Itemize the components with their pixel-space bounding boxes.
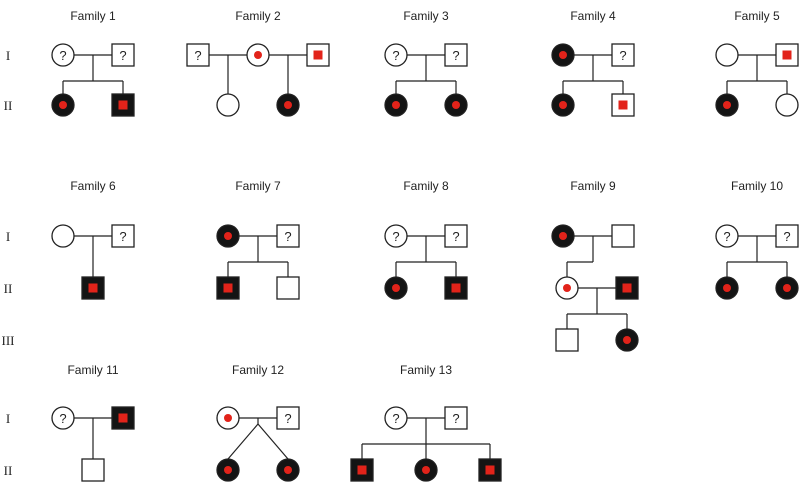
family-12-child-2-red-dot-marker	[284, 466, 292, 474]
family-7-title: Family 7	[235, 179, 281, 193]
family-6-child-1-red-square-marker	[88, 283, 98, 293]
family-8-parent-2-unknown-mark: ?	[452, 229, 459, 244]
family-13-parent-2-unknown-mark: ?	[452, 411, 459, 426]
family-3-parent-1-female-symbol	[384, 43, 408, 67]
family-4-child-1-red-dot-marker	[559, 101, 567, 109]
family-13-child-3-red-square-marker	[485, 465, 495, 475]
family-12-parent-2-unknown-mark: ?	[284, 411, 291, 426]
family-3-child-1-red-dot-marker	[392, 101, 400, 109]
family-2-parent-2-red-dot-marker	[254, 51, 262, 59]
family-1-parent-2-unknown-mark: ?	[119, 48, 126, 63]
family-5-child-1-red-dot-marker	[723, 101, 731, 109]
family-3-parent-2-male-symbol	[444, 43, 468, 67]
family-7-child-1-red-square-marker	[223, 283, 233, 293]
generation-label-row3-1: II	[4, 463, 13, 478]
family-9-grandchild-2-red-dot-marker	[623, 336, 631, 344]
generation-label-row1-0: I	[6, 48, 10, 63]
generation-label-row2-0: I	[6, 229, 10, 244]
family-4-child-2-red-square-marker	[618, 100, 628, 110]
generation-label-row3-0: I	[6, 411, 10, 426]
family-1-parent-2-male-symbol	[111, 43, 135, 67]
family-10-title: Family 10	[731, 179, 783, 193]
family-5-parent-1-female-symbol	[715, 43, 739, 67]
family-1-title: Family 1	[70, 9, 116, 23]
family-8-title: Family 8	[403, 179, 449, 193]
family-3-parent-1-unknown-mark: ?	[392, 48, 399, 63]
generation-label-row2-1: II	[4, 281, 13, 296]
family-2-parent-1-unknown-mark: ?	[194, 48, 201, 63]
family-4-parent-2-male-symbol	[611, 43, 635, 67]
family-8-parent-1-female-symbol	[384, 224, 408, 248]
family-1-parent-1-unknown-mark: ?	[59, 48, 66, 63]
family-8-parent-2-male-symbol	[444, 224, 468, 248]
family-11-parent-2-red-square-marker	[118, 413, 128, 423]
family-13-parent-2-male-symbol	[444, 406, 468, 430]
family-10-child-2-red-dot-marker	[783, 284, 791, 292]
family-13-parent-1-unknown-mark: ?	[392, 411, 399, 426]
family-9-child-1-red-dot-marker	[563, 284, 571, 292]
family-11-parent-1-female-symbol	[51, 406, 75, 430]
family-6-parent-2-male-symbol	[111, 224, 135, 248]
family-2-child-1-female-symbol	[216, 93, 240, 117]
family-12-title: Family 12	[232, 363, 284, 377]
family-8-child-1-red-dot-marker	[392, 284, 400, 292]
family-10-parent-2-male-symbol	[775, 224, 799, 248]
family-12-parent-2-male-symbol	[276, 406, 300, 430]
family-12-twin-line	[257, 423, 289, 460]
family-10-child-1-red-dot-marker	[723, 284, 731, 292]
family-3-title: Family 3	[403, 9, 449, 23]
family-1-child-2-red-square-marker	[118, 100, 128, 110]
family-7-parent-2-unknown-mark: ?	[284, 229, 291, 244]
family-2-title: Family 2	[235, 9, 281, 23]
family-10-parent-1-unknown-mark: ?	[723, 229, 730, 244]
family-6-parent-1-female-symbol	[51, 224, 75, 248]
family-12-parent-1-red-dot-marker	[224, 414, 232, 422]
family-11-child-1-male-symbol	[81, 458, 105, 482]
family-8-parent-1-unknown-mark: ?	[392, 229, 399, 244]
generation-label-row1-1: II	[4, 98, 13, 113]
family-13-title: Family 13	[400, 363, 452, 377]
family-8-child-2-red-square-marker	[451, 283, 461, 293]
family-13-child-2-red-dot-marker	[422, 466, 430, 474]
family-7-parent-1-red-dot-marker	[224, 232, 232, 240]
family-13-parent-1-female-symbol	[384, 406, 408, 430]
family-3-parent-2-unknown-mark: ?	[452, 48, 459, 63]
family-4-title: Family 4	[570, 9, 616, 23]
family-12-twin-line	[227, 423, 259, 460]
family-7-parent-2-male-symbol	[276, 224, 300, 248]
family-10-parent-1-female-symbol	[715, 224, 739, 248]
family-3-child-2-red-dot-marker	[452, 101, 460, 109]
family-4-parent-1-red-dot-marker	[559, 51, 567, 59]
family-1-child-1-red-dot-marker	[59, 101, 67, 109]
family-12-child-1-red-dot-marker	[224, 466, 232, 474]
family-4-parent-2-unknown-mark: ?	[619, 48, 626, 63]
family-11-parent-1-unknown-mark: ?	[59, 411, 66, 426]
family-2-parent-1-male-symbol	[186, 43, 210, 67]
family-11-title: Family 11	[67, 363, 118, 377]
family-6-parent-2-unknown-mark: ?	[119, 229, 126, 244]
family-10-parent-2-unknown-mark: ?	[783, 229, 790, 244]
generation-label-row2-2: III	[2, 333, 15, 348]
family-2-parent-3-red-square-marker	[313, 50, 323, 60]
family-5-parent-2-red-square-marker	[782, 50, 792, 60]
family-9-title: Family 9	[570, 179, 616, 193]
family-9-parent-1-red-dot-marker	[559, 232, 567, 240]
family-9-spouse-red-square-marker	[622, 283, 632, 293]
family-5-child-2-female-symbol	[775, 93, 799, 117]
family-5-title: Family 5	[734, 9, 780, 23]
family-13-child-1-red-square-marker	[357, 465, 367, 475]
family-9-parent-2-male-symbol	[611, 224, 635, 248]
family-6-title: Family 6	[70, 179, 116, 193]
family-9-grandchild-1-male-symbol	[555, 328, 579, 352]
family-7-child-2-male-symbol	[276, 276, 300, 300]
family-2-child-2-red-dot-marker	[284, 101, 292, 109]
family-1-parent-1-female-symbol	[51, 43, 75, 67]
